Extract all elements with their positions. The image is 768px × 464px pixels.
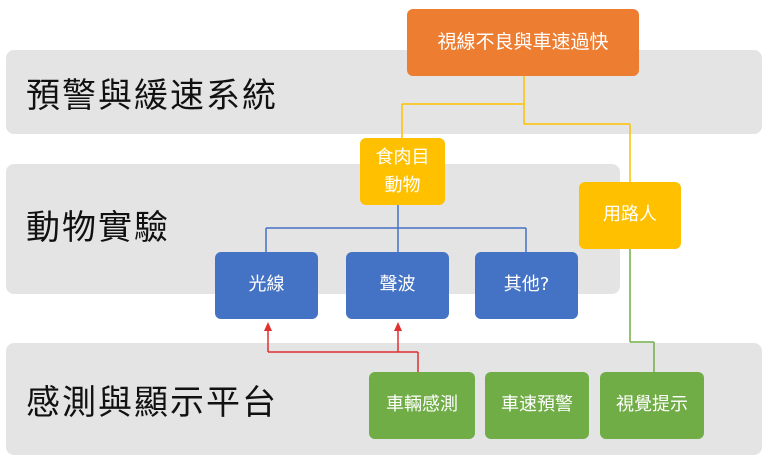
node-vehicle-sensing-label: 車輛感測: [386, 394, 458, 416]
node-speed-warning-label: 車速預警: [501, 394, 573, 416]
node-light: 光線: [215, 252, 318, 319]
node-carnivore-line2: 動物: [384, 174, 421, 196]
arrowhead-sound: [394, 322, 402, 331]
node-root: 視線不良與車速過快: [407, 9, 639, 76]
band-label-warning: 預警與緩速系統: [26, 76, 278, 116]
node-other-label: 其他?: [503, 274, 550, 296]
node-road-user-label: 用路人: [603, 204, 657, 226]
node-visual-hint: 視覺提示: [600, 372, 704, 439]
node-sound-label: 聲波: [379, 274, 416, 296]
node-other: 其他?: [475, 252, 578, 319]
node-carnivore: 食肉目 動物: [360, 138, 445, 205]
node-speed-warning: 車速預警: [485, 372, 589, 439]
node-light-label: 光線: [248, 274, 285, 296]
arrowhead-light: [264, 322, 272, 331]
band-label-animal: 動物實驗: [26, 208, 170, 248]
node-visual-hint-label: 視覺提示: [616, 394, 688, 416]
node-road-user: 用路人: [579, 182, 681, 249]
node-root-label: 視線不良與車速過快: [437, 31, 609, 54]
node-vehicle-sensing: 車輛感測: [369, 372, 475, 439]
node-sound: 聲波: [346, 252, 449, 319]
node-carnivore-line1: 食肉目: [375, 146, 430, 168]
band-label-sensing: 感測與顯示平台: [26, 383, 278, 423]
